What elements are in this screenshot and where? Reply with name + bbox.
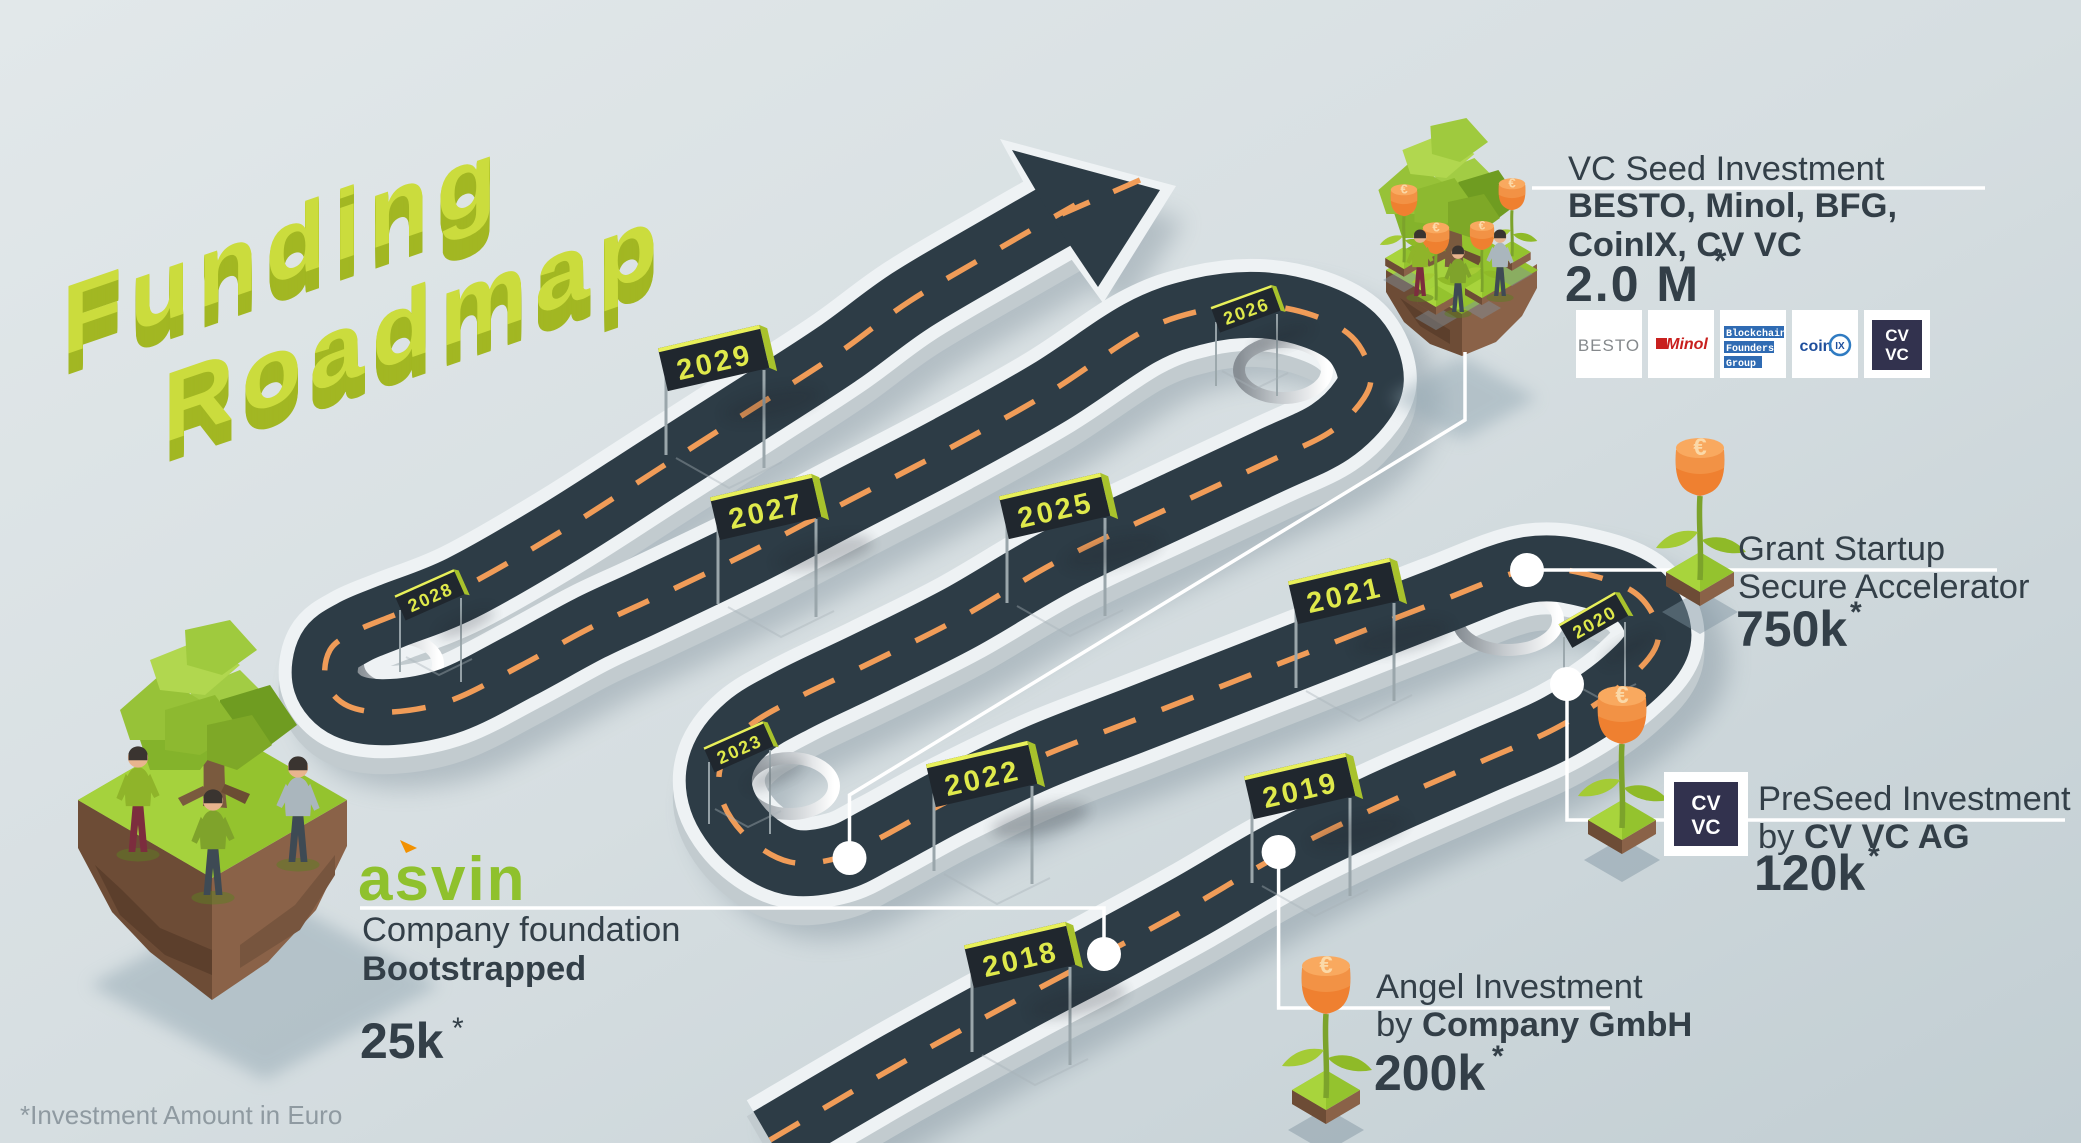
- svg-text:Blockchain: Blockchain: [1726, 328, 1786, 340]
- svg-text:*: *: [1492, 1040, 1504, 1073]
- svg-text:120k: 120k: [1754, 845, 1865, 901]
- svg-text:€: €: [1400, 182, 1408, 197]
- svg-text:200k: 200k: [1374, 1045, 1485, 1101]
- svg-text:Group: Group: [1726, 359, 1756, 370]
- svg-text:coin: coin: [1800, 338, 1833, 355]
- svg-text:Founders: Founders: [1726, 343, 1774, 355]
- svg-text:*: *: [1868, 840, 1880, 873]
- svg-text:€: €: [1693, 434, 1706, 461]
- svg-text:*Investment Amount in Euro: *Investment Amount in Euro: [20, 1100, 342, 1130]
- svg-text:by Company GmbH: by Company GmbH: [1376, 1006, 1692, 1044]
- svg-text:*: *: [452, 1012, 464, 1045]
- svg-text:750k: 750k: [1736, 601, 1847, 657]
- svg-text:Company foundation: Company foundation: [362, 911, 680, 949]
- svg-text:2.0 M: 2.0 M: [1565, 256, 1700, 312]
- svg-text:€: €: [1319, 952, 1332, 979]
- svg-text:by CV VC AG: by CV VC AG: [1758, 818, 1970, 856]
- svg-text:25k: 25k: [360, 1013, 444, 1069]
- svg-text:*: *: [1714, 243, 1727, 279]
- svg-text:CV: CV: [1691, 792, 1720, 815]
- svg-text:CV: CV: [1885, 326, 1909, 345]
- svg-text:€: €: [1479, 219, 1486, 233]
- svg-text:VC: VC: [1691, 816, 1720, 839]
- svg-text:CoinIX, CV VC: CoinIX, CV VC: [1568, 226, 1802, 264]
- svg-text:€: €: [1615, 682, 1628, 709]
- svg-text:Grant Startup: Grant Startup: [1738, 530, 1945, 568]
- svg-text:BESTO: BESTO: [1578, 336, 1640, 355]
- svg-text:VC Seed Investment: VC Seed Investment: [1568, 150, 1885, 188]
- svg-text:Bootstrapped: Bootstrapped: [362, 950, 586, 988]
- svg-text:*: *: [1850, 596, 1862, 629]
- svg-text:Angel Investment: Angel Investment: [1376, 968, 1643, 1006]
- svg-text:€: €: [1432, 220, 1440, 235]
- svg-text:Minol: Minol: [1666, 336, 1708, 353]
- svg-text:IX: IX: [1835, 341, 1845, 352]
- svg-text:BESTO, Minol, BFG,: BESTO, Minol, BFG,: [1568, 187, 1897, 225]
- svg-text:€: €: [1508, 176, 1516, 191]
- svg-text:Secure Accelerator: Secure Accelerator: [1738, 568, 2029, 606]
- svg-text:asvin: asvin: [358, 845, 527, 914]
- svg-text:PreSeed Investment: PreSeed Investment: [1758, 780, 2071, 818]
- svg-text:VC: VC: [1885, 345, 1909, 364]
